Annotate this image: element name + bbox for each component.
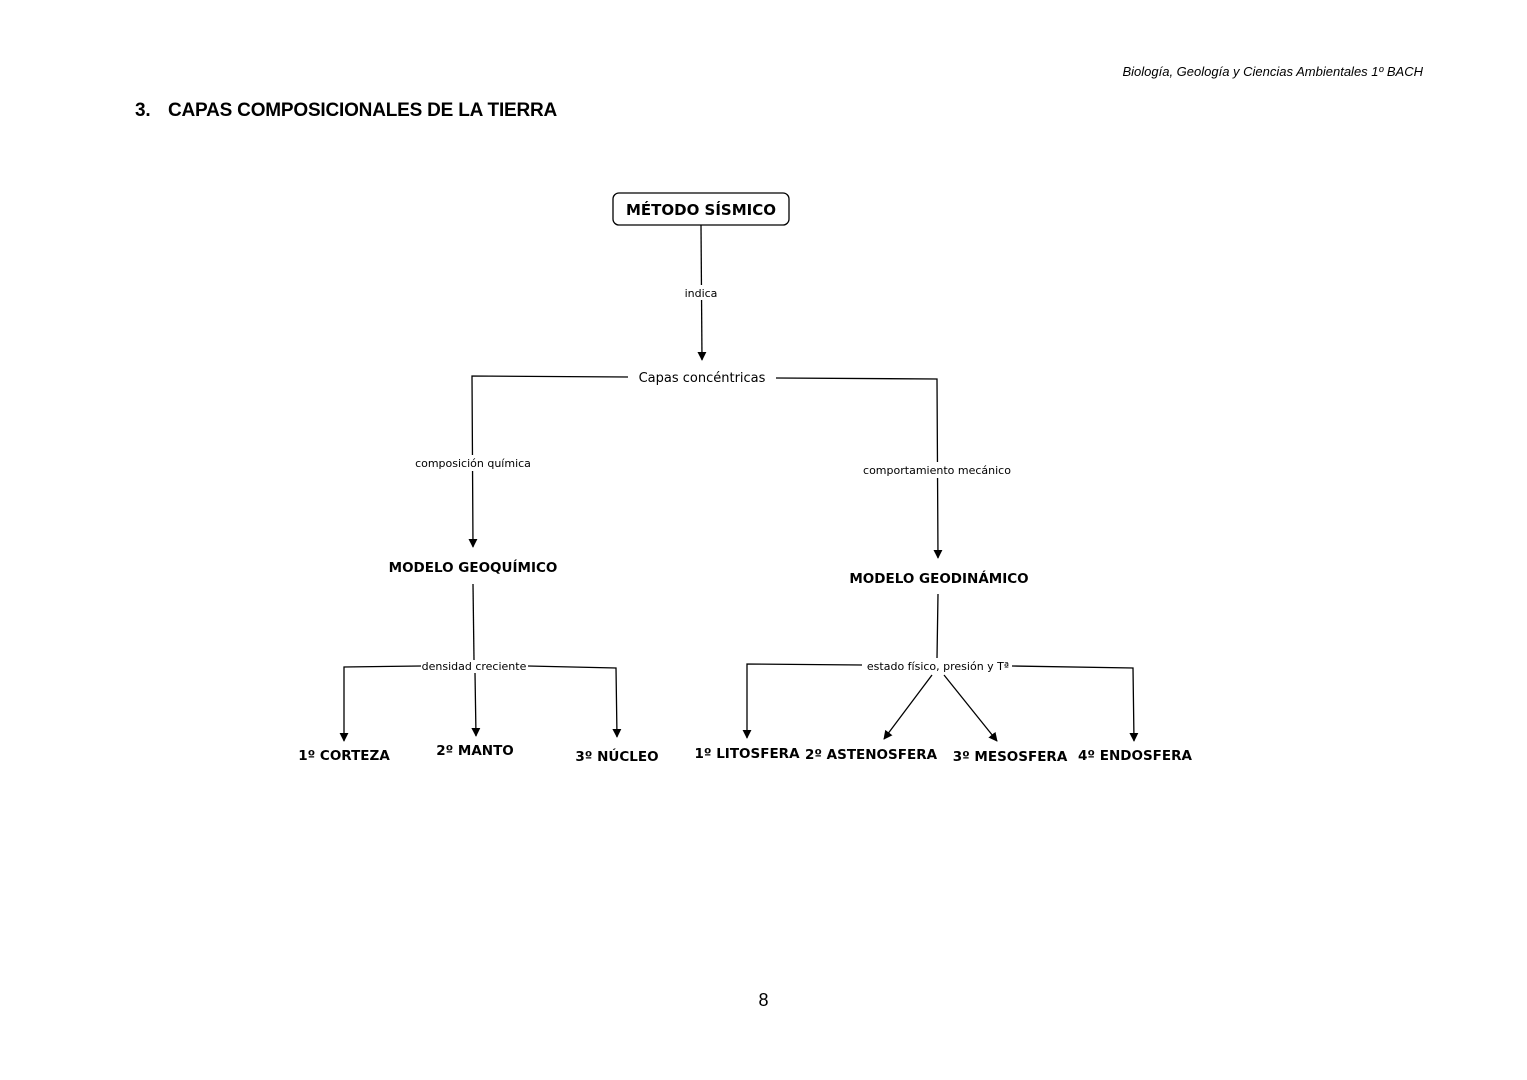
link-to-nucleo (527, 665, 622, 738)
page-number: 8 (758, 990, 769, 1010)
link-geoquimico-stem (472, 583, 475, 661)
link-label-indica: indica (685, 287, 718, 300)
link-label-estado: estado físico, presión y Tª (867, 660, 1009, 673)
link-to-corteza (339, 665, 422, 742)
link-to-manto (471, 672, 481, 737)
link-center-right (775, 377, 943, 559)
section-title: 3. CAPAS COMPOSICIONALES DE LA TIERRA (135, 100, 557, 122)
link-to-endosfera (1011, 665, 1139, 742)
layer-astenosfera: 2º ASTENOSFERA (805, 747, 938, 763)
layer-manto: 2º MANTO (436, 743, 514, 759)
layer-endosfera: 4º ENDOSFERA (1078, 748, 1192, 764)
layer-mesosfera: 3º MESOSFERA (953, 749, 1068, 765)
model-geoquimico: MODELO GEOQUÍMICO (389, 559, 558, 576)
section-title-text: CAPAS COMPOSICIONALES DE LA TIERRA (168, 100, 558, 121)
layer-nucleo: 3º NÚCLEO (575, 747, 658, 765)
document-header: Biología, Geología y Ciencias Ambientale… (1122, 64, 1423, 79)
root-node: MÉTODO SÍSMICO (626, 200, 776, 219)
link-label-densidad: densidad creciente (422, 660, 527, 673)
center-node: Capas concéntricas (639, 371, 766, 386)
link-center-left (468, 375, 629, 548)
link-to-litosfera (742, 663, 863, 739)
layer-litosfera: 1º LITOSFERA (694, 746, 800, 762)
model-geodinamico: MODELO GEODINÁMICO (849, 570, 1028, 587)
link-geodinamico-stem (936, 593, 939, 659)
link-label-composicion: composición química (415, 457, 531, 470)
section-number: 3. (135, 100, 151, 121)
link-to-mesosfera (943, 674, 998, 742)
link-to-astenosfera (883, 674, 933, 740)
link-label-comportamiento: comportamiento mecánico (863, 464, 1011, 477)
layer-corteza: 1º CORTEZA (298, 748, 390, 764)
